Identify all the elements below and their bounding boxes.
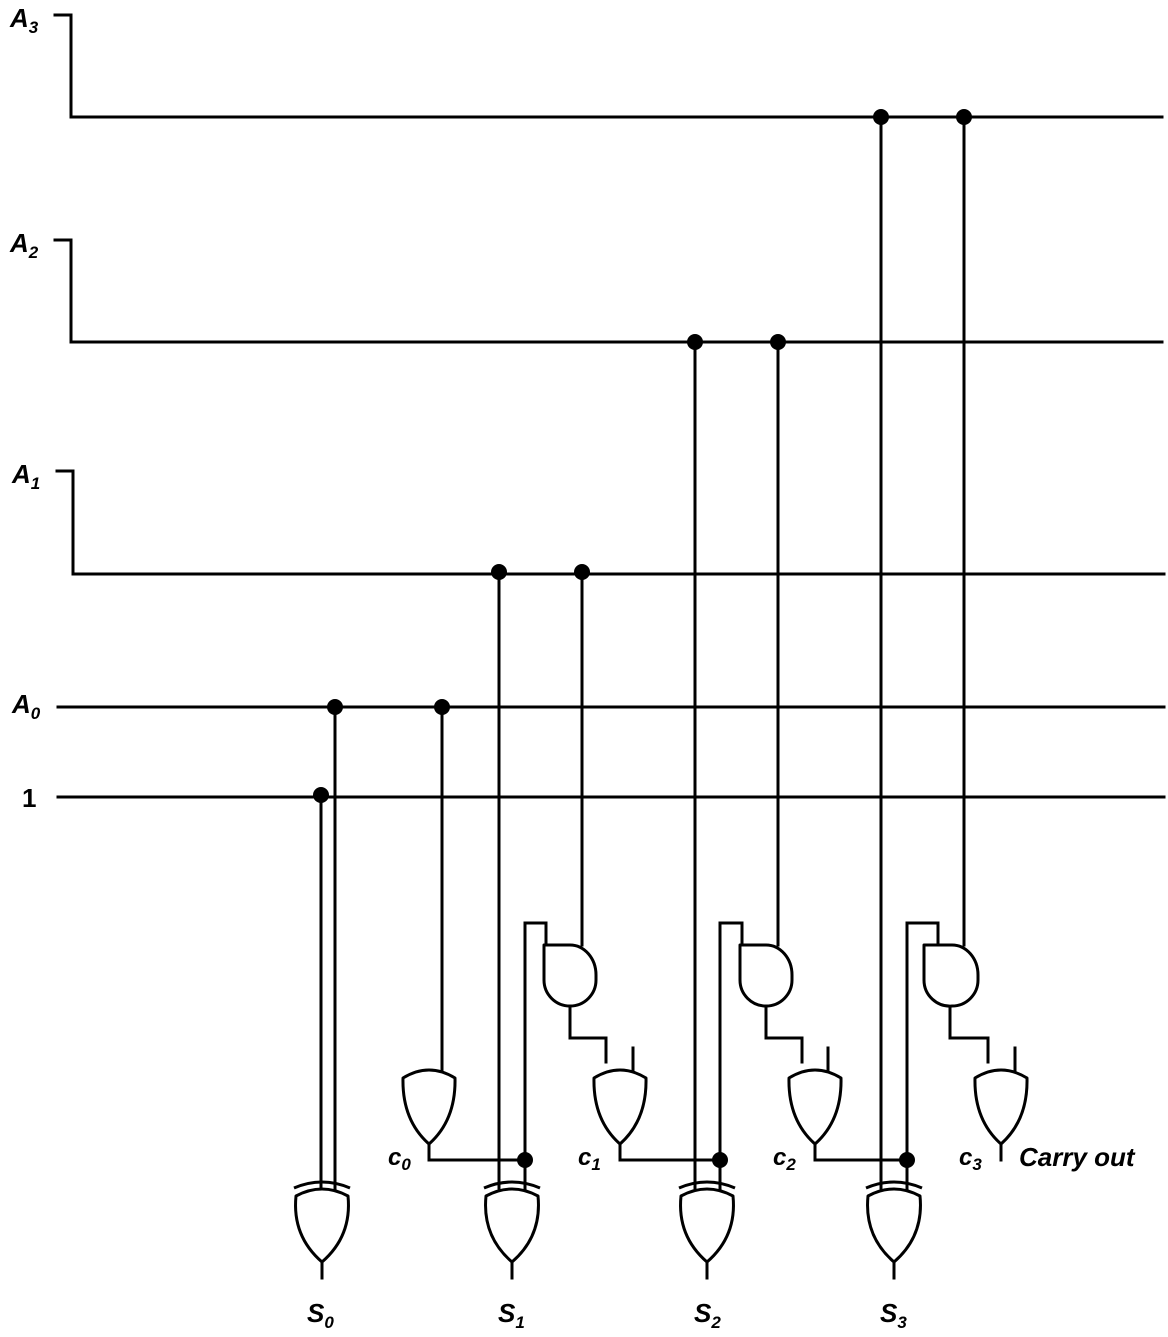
- junction-dot: [327, 699, 343, 715]
- wire-c0-to-and1: [523, 921, 548, 1162]
- wire-a1: [55, 469, 1166, 576]
- junction-dot: [313, 787, 329, 803]
- or-gate-c2: [787, 1068, 843, 1146]
- junction-dot: [770, 334, 786, 350]
- wire-and2-to-or2: [764, 1004, 804, 1064]
- or-gate-c0: [401, 1068, 457, 1146]
- junction-dot: [574, 564, 590, 580]
- xor-gate-s3: [866, 1187, 922, 1264]
- carry-labels: c0 c1 c2 c3 Carry out: [388, 1142, 1136, 1174]
- label-one: 1: [22, 783, 36, 813]
- wire-c1: [618, 1138, 722, 1162]
- wire-and1-to-or1: [568, 1004, 608, 1064]
- junction-dots: [313, 109, 972, 1168]
- and-gate: [738, 943, 794, 1008]
- and-gate: [922, 943, 980, 1008]
- label-c0: c0: [388, 1144, 411, 1174]
- junction-dot: [491, 564, 507, 580]
- wire-c2-to-and3: [905, 921, 940, 1162]
- junction-dot: [687, 334, 703, 350]
- or-gate-c1: [592, 1068, 648, 1146]
- xor-arc-s3: [865, 1180, 923, 1190]
- and-gates: [542, 943, 980, 1008]
- xor-gate-s2: [679, 1187, 735, 1264]
- junction-dot: [873, 109, 889, 125]
- or-gate-c3: [973, 1068, 1029, 1146]
- wire-c2: [813, 1138, 909, 1162]
- xor-gate-s1: [484, 1187, 540, 1264]
- label-a0: A0: [11, 689, 41, 723]
- or-gates: [401, 1068, 1029, 1146]
- junction-dot: [956, 109, 972, 125]
- junction-dot: [434, 699, 450, 715]
- label-s2: S2: [694, 1298, 721, 1332]
- xor-gates: [293, 1180, 923, 1264]
- input-labels: A3 A2 A1 A0 1: [9, 3, 41, 813]
- wire-and3-to-or3: [948, 1004, 990, 1064]
- label-s0: S0: [307, 1298, 334, 1332]
- label-a3: A3: [9, 3, 39, 37]
- label-c3: c3: [959, 1144, 982, 1174]
- xor-arc-s1: [483, 1180, 541, 1190]
- label-c2: c2: [773, 1144, 796, 1174]
- label-s1: S1: [498, 1298, 525, 1332]
- label-a1: A1: [11, 459, 40, 493]
- xor-arc-s2: [678, 1180, 736, 1190]
- label-c1: c1: [578, 1144, 601, 1174]
- label-s3: S3: [880, 1298, 907, 1332]
- vertical-taps: [319, 115, 966, 1190]
- wire-a2: [53, 238, 1164, 344]
- output-labels: S0 S1 S2 S3: [307, 1298, 907, 1332]
- label-carry-out: Carry out: [1019, 1142, 1136, 1172]
- and-gate: [542, 943, 598, 1008]
- xor-gate-s0: [294, 1187, 350, 1264]
- wire-c1-to-and2: [718, 921, 744, 1162]
- xor-arc-s0: [293, 1180, 351, 1190]
- label-a2: A2: [9, 228, 39, 262]
- wire-a3: [53, 13, 1164, 119]
- wire-c0: [427, 1138, 527, 1162]
- input-bus-lines: [53, 13, 1166, 799]
